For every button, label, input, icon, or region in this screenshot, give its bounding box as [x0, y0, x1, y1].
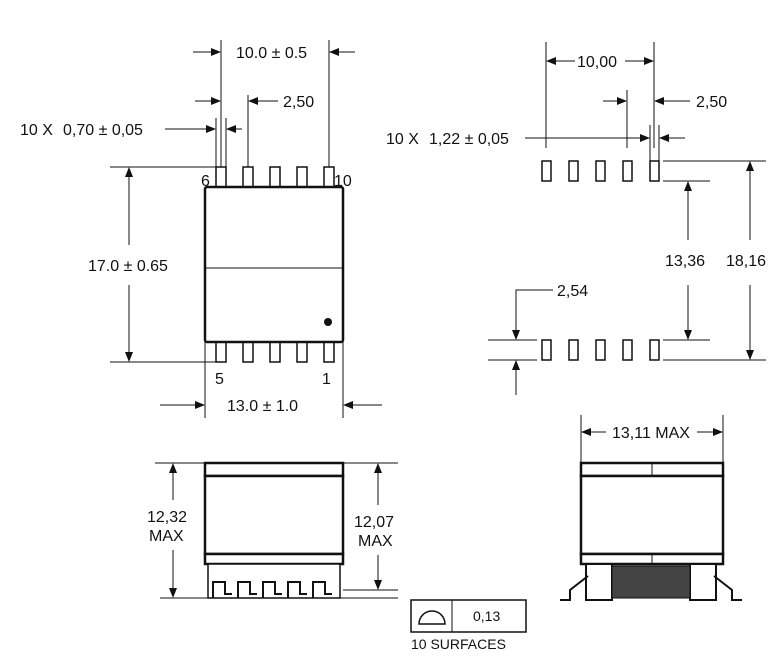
pad-bottom-4 — [622, 339, 633, 361]
pad-bottom-5 — [649, 339, 660, 361]
pin-8 — [269, 166, 281, 188]
side-bottom-cap — [203, 552, 345, 566]
pin-5 — [215, 341, 227, 363]
end-base-right — [689, 563, 717, 601]
surface-profile-icon — [418, 610, 446, 625]
end-base-left — [585, 563, 613, 601]
pin1-marker-dot — [324, 318, 332, 326]
side-dim-left-unit: MAX — [149, 528, 184, 545]
dim-pin-width-prefix: 10 X — [20, 122, 53, 139]
pad-dim-inner-label: 13,36 — [665, 253, 705, 270]
end-view: 13,11 MAX — [560, 415, 742, 601]
side-dim-right-value: 12,07 — [354, 514, 394, 531]
pin-6 — [215, 166, 227, 188]
pad-top-1 — [541, 160, 552, 182]
pin-2 — [296, 341, 308, 363]
pad-top-5 — [649, 160, 660, 182]
pad-top-2 — [568, 160, 579, 182]
side-pins — [212, 581, 332, 598]
pin-7 — [242, 166, 254, 188]
pin-5-label: 5 — [215, 371, 224, 388]
pad-dim-width-prefix: 10 X — [386, 131, 419, 148]
pad-top-3 — [595, 160, 606, 182]
pin-1 — [323, 341, 335, 363]
pin-4 — [242, 341, 254, 363]
side-dim-left-value: 12,32 — [147, 509, 187, 526]
end-dim-width-label: 13,11 MAX — [612, 425, 690, 442]
pad-bottom-1 — [541, 339, 552, 361]
dim-pitch-label: 2,50 — [283, 94, 314, 111]
coplanarity-value: 0,13 — [473, 608, 500, 624]
coplanarity-frame — [410, 599, 527, 633]
end-winding — [611, 565, 691, 599]
pad-dim-pitch-label: 2,50 — [696, 94, 727, 111]
pin-10-label: 10 — [334, 173, 352, 190]
pad-dim-outer-label: 18,16 — [726, 253, 766, 270]
dim-body-width-label: 13.0 ± 1.0 — [227, 398, 298, 415]
end-lead-right — [713, 575, 742, 601]
pad-bottom-2 — [568, 339, 579, 361]
top-view: 6 10 5 1 10.0 ± 0.5 2,50 10 X 0,70 ± 0,0… — [20, 40, 382, 418]
pin-6-label: 6 — [201, 173, 210, 190]
coplanarity-note: 10 SURFACES — [411, 636, 506, 652]
pad-layout: 10,00 2,50 10 X 1,22 ± 0,05 13,36 1 — [386, 42, 766, 395]
pad-top-4 — [622, 160, 633, 182]
pad-dim-length-label: 2,54 — [557, 283, 588, 300]
end-lead-left — [560, 575, 589, 601]
side-core — [203, 474, 345, 556]
pin-9 — [296, 166, 308, 188]
dim-pin-width-label: 0,70 ± 0,05 — [63, 122, 143, 139]
package-body — [203, 185, 345, 344]
end-core — [579, 474, 725, 556]
dim-height-label: 17.0 ± 0.65 — [88, 258, 168, 275]
side-top-cap — [203, 461, 345, 478]
pad-dim-span-label: 10,00 — [577, 54, 617, 71]
side-dim-right-unit: MAX — [358, 533, 393, 550]
pad-bottom-3 — [595, 339, 606, 361]
pin-10 — [323, 166, 335, 188]
pin-1-label: 1 — [322, 371, 331, 388]
dim-width-label: 10.0 ± 0.5 — [236, 45, 307, 62]
side-view: 12,32 MAX 12,07 MAX 0,13 10 SURFACES — [147, 461, 527, 652]
pin-3 — [269, 341, 281, 363]
pad-dim-width-label: 1,22 ± 0,05 — [429, 131, 509, 148]
